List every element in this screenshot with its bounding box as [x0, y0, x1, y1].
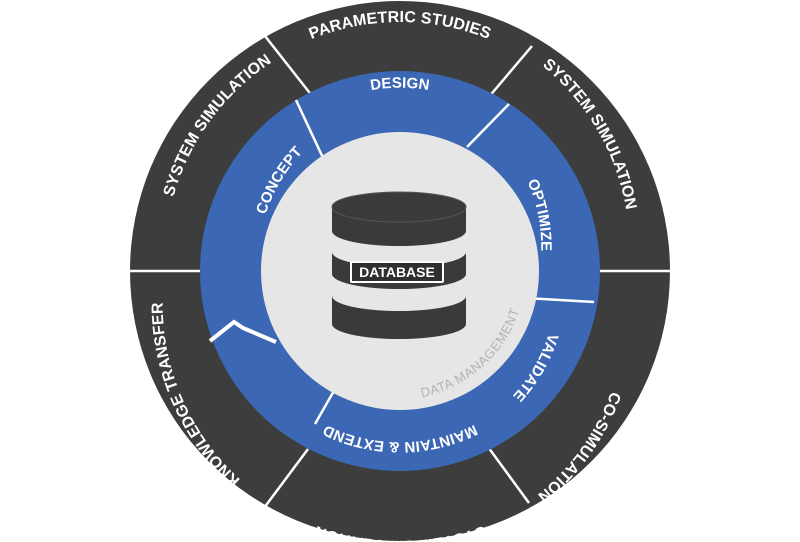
design-text: DESIGN	[369, 75, 430, 94]
outer-ring-dividers	[130, 35, 670, 509]
database-label-box	[350, 261, 444, 283]
inner-label-design: DESIGN	[369, 75, 431, 94]
knowledge-transfer-arrow	[208, 319, 277, 344]
database-label: DATABASE	[359, 264, 435, 280]
